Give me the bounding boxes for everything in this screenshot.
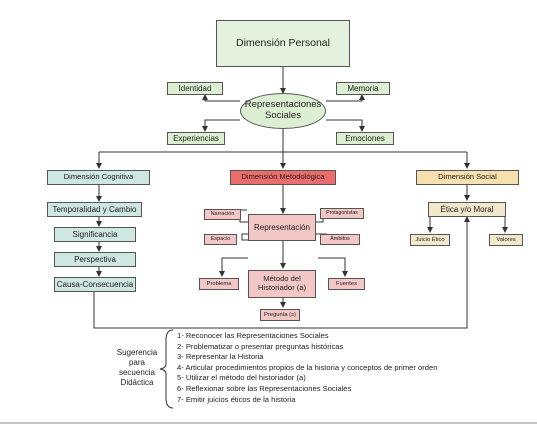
fuentes-label: Fuentes — [336, 280, 357, 287]
protagonistas-box: Protagonistas — [320, 208, 364, 219]
metodologica-title: Dimensión Metodológica — [241, 172, 325, 182]
espacio-label: Espacio — [210, 236, 231, 243]
center-label: Representaciones Sociales — [244, 99, 322, 121]
experiencias-label: Experiencias — [173, 133, 219, 143]
juicio-label: Juicio Ético — [415, 236, 445, 243]
metodo-label: Método del Historiador (a) — [257, 274, 307, 292]
narracion-box: Narración — [204, 209, 241, 220]
dimension-personal-box: Dimensión Personal — [216, 20, 350, 67]
step-item: 3- Representar la Historia — [177, 352, 264, 362]
step-item: 6- Reflexionar sobre las Representacione… — [177, 383, 352, 393]
cognitiva-item-temporalidad: Temporalidad y Cambio — [47, 202, 142, 217]
step-item: 2- Problematizar o presentar preguntas h… — [177, 341, 344, 351]
temporalidad-label: Temporalidad y Cambio — [52, 204, 137, 214]
significancia-label: Significancia — [72, 229, 118, 239]
cognitiva-item-causa: Causa-Consecuencia — [54, 277, 136, 292]
metodo-historiador-box: Método del Historiador (a) — [248, 270, 316, 298]
sugerencia-text: Sugerencia para secuencia Didáctica — [116, 348, 158, 387]
dimension-social-box: Dimensión Social — [416, 170, 519, 185]
cognitiva-item-significancia: Significancia — [54, 227, 136, 242]
representacion-box: Representación — [248, 214, 316, 241]
dimension-cognitiva-box: Dimensión Cognitiva — [47, 170, 150, 185]
representacion-label: Representación — [253, 222, 311, 232]
emociones-label: Emociones — [345, 133, 385, 143]
pregunta-label: Pregunta (s) — [264, 311, 296, 318]
valores-box: Valores — [489, 234, 523, 246]
narracion-label: Narración — [210, 211, 235, 218]
valores-label: Valores — [496, 236, 516, 243]
causa-label: Causa-Consecuencia — [56, 279, 134, 289]
experiencias-box: Experiencias — [167, 132, 225, 145]
memoria-label: Memoria — [347, 83, 379, 93]
identidad-label: Identidad — [178, 83, 212, 93]
protagonistas-label: Protagonistas — [326, 209, 358, 216]
sugerencia-label: Sugerencia para secuencia Didáctica — [112, 348, 162, 388]
etica-moral-box: Ética y/o Moral — [428, 202, 506, 217]
cognitiva-item-perspectiva: Perspectiva — [54, 252, 136, 267]
espacio-box: Espacio — [204, 234, 237, 245]
social-title: Dimensión Social — [438, 172, 497, 182]
emociones-box: Emociones — [336, 132, 394, 145]
identidad-box: Identidad — [167, 82, 223, 95]
step-item: 1- Reconocer las Representaciones Social… — [177, 331, 329, 340]
ambitos-box: Ámbitos — [320, 234, 360, 245]
problema-label: Problema — [206, 280, 232, 287]
step-item: 5- Utilizar el método del historiador (a… — [177, 373, 306, 383]
step-item: 4- Articular procedimientos propios de l… — [177, 362, 438, 372]
sugerencia-steps: 1- Reconocer las Representaciones Social… — [177, 331, 517, 405]
step-item: 7- Emitir juicios éticos de la historia — [177, 394, 296, 404]
cognitiva-title: Dimensión Cognitiva — [63, 172, 134, 182]
problema-box: Problema — [199, 278, 239, 290]
dimension-personal-title: Dimensión Personal — [236, 37, 330, 50]
ambitos-label: Ámbitos — [330, 236, 350, 243]
perspectiva-label: Perspectiva — [74, 254, 116, 264]
dimension-metodologica-box: Dimensión Metodológica — [230, 170, 336, 185]
memoria-box: Memoria — [336, 82, 390, 95]
etica-label: Ética y/o Moral — [440, 204, 494, 214]
representaciones-sociales-node: Representaciones Sociales — [240, 93, 326, 129]
pregunta-box: Pregunta (s) — [260, 309, 300, 321]
fuentes-box: Fuentes — [328, 278, 365, 290]
juicio-etico-box: Juicio Ético — [410, 234, 450, 246]
